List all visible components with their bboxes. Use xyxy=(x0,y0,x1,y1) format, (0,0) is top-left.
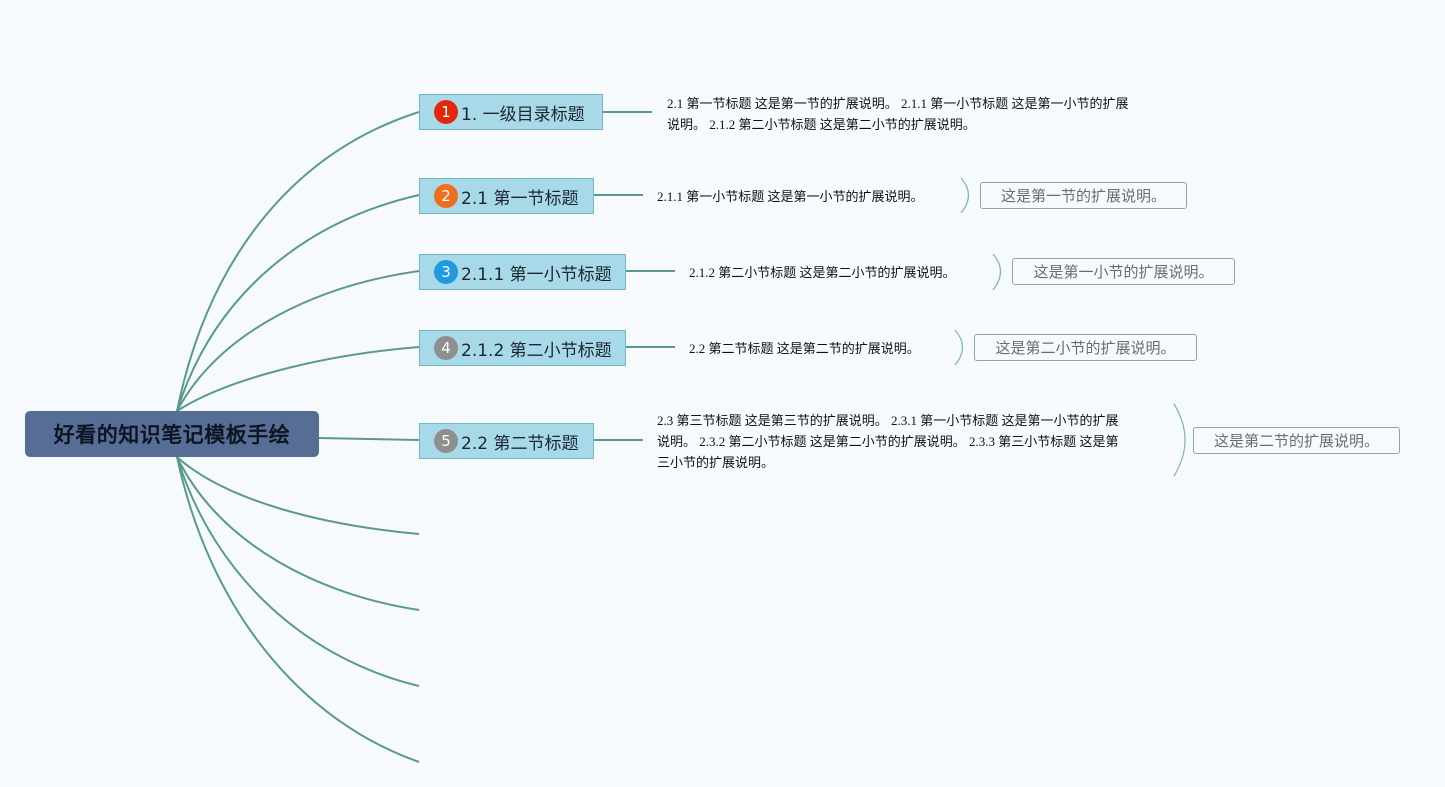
detail-line: 2.1.2 第二小节标题 这是第二小节的扩展说明。 xyxy=(689,265,956,280)
topic-5[interactable]: 5 2.2 第二节标题 xyxy=(419,423,594,459)
note-bracket-2 xyxy=(992,253,1002,291)
branch-line-8 xyxy=(176,456,420,687)
detail-line: 三小节的扩展说明。 xyxy=(657,455,775,470)
note-text: 这是第一节的扩展说明。 xyxy=(1000,187,1166,205)
topic-label: 1. 一级目录标题 xyxy=(461,104,585,125)
branch-line-4 xyxy=(176,346,420,412)
note-box-2[interactable]: 这是第一小节的扩展说明。 xyxy=(1012,258,1235,285)
topic-3[interactable]: 3 2.1.1 第一小节标题 xyxy=(419,254,626,290)
note-text: 这是第二节的扩展说明。 xyxy=(1213,432,1379,450)
topic-4[interactable]: 4 2.1.2 第二小节标题 xyxy=(419,330,626,366)
note-box-1[interactable]: 这是第一节的扩展说明。 xyxy=(980,182,1187,209)
root-topic[interactable]: 好看的知识笔记模板手绘 xyxy=(25,411,319,457)
detail-line: 说明。 2.3.2 第二小节标题 这是第二小节的扩展说明。 2.3.3 第三小节… xyxy=(657,434,1119,449)
branch-line-2 xyxy=(176,194,420,412)
detail-text-2[interactable]: 2.1.1 第一小节标题 这是第一小节的扩展说明。 xyxy=(657,186,957,207)
note-bracket-3 xyxy=(954,329,964,366)
branch-line-6 xyxy=(176,456,420,535)
topic-label: 2.2 第二节标题 xyxy=(461,433,579,454)
detail-line: 2.3 第三节标题 这是第三节的扩展说明。 2.3.1 第一小节标题 这是第一小… xyxy=(657,413,1119,428)
note-text: 这是第二小节的扩展说明。 xyxy=(995,339,1176,357)
note-bracket-4 xyxy=(1173,403,1186,477)
topic-1[interactable]: 1 1. 一级目录标题 xyxy=(419,94,603,130)
topic-2[interactable]: 2 2.1 第一节标题 xyxy=(419,178,594,214)
number-badge-icon: 5 xyxy=(434,429,458,453)
detail-text-5[interactable]: 2.3 第三节标题 这是第三节的扩展说明。 2.3.1 第一小节标题 这是第一小… xyxy=(657,410,1167,473)
number-badge-icon: 4 xyxy=(434,336,458,360)
note-text: 这是第一小节的扩展说明。 xyxy=(1033,263,1214,281)
branch-line-9 xyxy=(176,456,420,763)
branch-line-5 xyxy=(318,437,420,441)
detail-line: 2.1.1 第一小节标题 这是第一小节的扩展说明。 xyxy=(657,189,924,204)
number-badge-icon: 3 xyxy=(434,260,458,284)
branch-line-1 xyxy=(176,111,420,412)
detail-line: 2.2 第二节标题 这是第二节的扩展说明。 xyxy=(689,341,920,356)
note-box-4[interactable]: 这是第二节的扩展说明。 xyxy=(1193,427,1400,454)
detail-line: 2.1 第一节标题 这是第一节的扩展说明。 2.1.1 第一小节标题 这是第一小… xyxy=(667,96,1129,111)
number-badge-icon: 2 xyxy=(434,184,458,208)
detail-text-3[interactable]: 2.1.2 第二小节标题 这是第二小节的扩展说明。 xyxy=(689,262,989,283)
detail-line: 说明。 2.1.2 第二小节标题 这是第二小节的扩展说明。 xyxy=(667,117,976,132)
note-box-3[interactable]: 这是第二小节的扩展说明。 xyxy=(974,334,1197,361)
topic-label: 2.1 第一节标题 xyxy=(461,188,579,209)
topic-label: 2.1.2 第二小节标题 xyxy=(461,340,612,361)
topic-label: 2.1.1 第一小节标题 xyxy=(461,264,612,285)
note-bracket-1 xyxy=(960,177,970,214)
detail-text-4[interactable]: 2.2 第二节标题 这是第二节的扩展说明。 xyxy=(689,338,949,359)
branch-line-7 xyxy=(176,456,420,611)
branch-line-3 xyxy=(176,270,420,412)
detail-text-1[interactable]: 2.1 第一节标题 这是第一节的扩展说明。 2.1.1 第一小节标题 这是第一小… xyxy=(667,93,1177,135)
number-badge-icon: 1 xyxy=(434,100,458,124)
root-title: 好看的知识笔记模板手绘 xyxy=(53,423,291,447)
